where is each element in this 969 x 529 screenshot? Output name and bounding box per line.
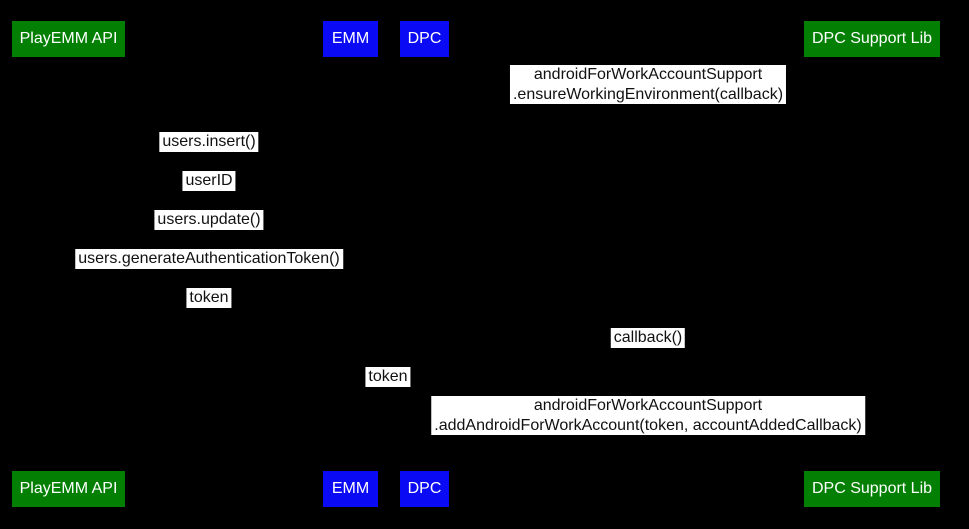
message-line: users.insert()	[162, 133, 256, 150]
actor-dpc-top: DPC	[400, 21, 449, 57]
message-line: androidForWorkAccountSupport	[533, 397, 763, 414]
message-line: userID	[185, 172, 233, 189]
message-token-2: token	[365, 367, 411, 387]
message-callback: callback()	[610, 328, 686, 348]
message-line: users.generateAuthenticationToken()	[78, 250, 340, 267]
actor-label: DPC	[407, 480, 442, 497]
message-add-android-for-work-account: androidForWorkAccountSupport .addAndroid…	[431, 396, 865, 435]
message-users-update: users.update()	[154, 210, 264, 230]
message-line: .addAndroidForWorkAccount(token, account…	[434, 416, 862, 434]
message-token-1: token	[186, 288, 232, 308]
actor-label: DPC Support Lib	[811, 30, 933, 47]
actor-label: PlayEMM API	[19, 30, 118, 47]
actor-label: EMM	[331, 480, 370, 497]
message-line: token	[189, 289, 229, 306]
actor-label: DPC	[407, 30, 442, 47]
message-line: .ensureWorkingEnvironment(callback)	[512, 85, 784, 103]
message-line: callback()	[613, 329, 683, 346]
actor-emm-bottom: EMM	[323, 471, 378, 507]
message-userid: userID	[182, 171, 236, 191]
message-line: token	[368, 368, 408, 385]
actor-label: EMM	[331, 30, 370, 47]
actor-playemm-api-bottom: PlayEMM API	[12, 471, 125, 507]
message-line: users.update()	[157, 211, 261, 228]
message-ensure-working-environment: androidForWorkAccountSupport .ensureWork…	[509, 65, 787, 104]
actor-label: DPC Support Lib	[811, 480, 933, 497]
message-generate-authentication-token: users.generateAuthenticationToken()	[75, 249, 343, 269]
actor-dpc-support-lib-bottom: DPC Support Lib	[804, 471, 940, 507]
actor-playemm-api-top: PlayEMM API	[12, 21, 125, 57]
message-line: androidForWorkAccountSupport	[533, 66, 763, 83]
actor-dpc-support-lib-top: DPC Support Lib	[804, 21, 940, 57]
actor-emm-top: EMM	[323, 21, 378, 57]
actor-dpc-bottom: DPC	[400, 471, 449, 507]
message-users-insert: users.insert()	[159, 132, 259, 152]
actor-label: PlayEMM API	[19, 480, 118, 497]
